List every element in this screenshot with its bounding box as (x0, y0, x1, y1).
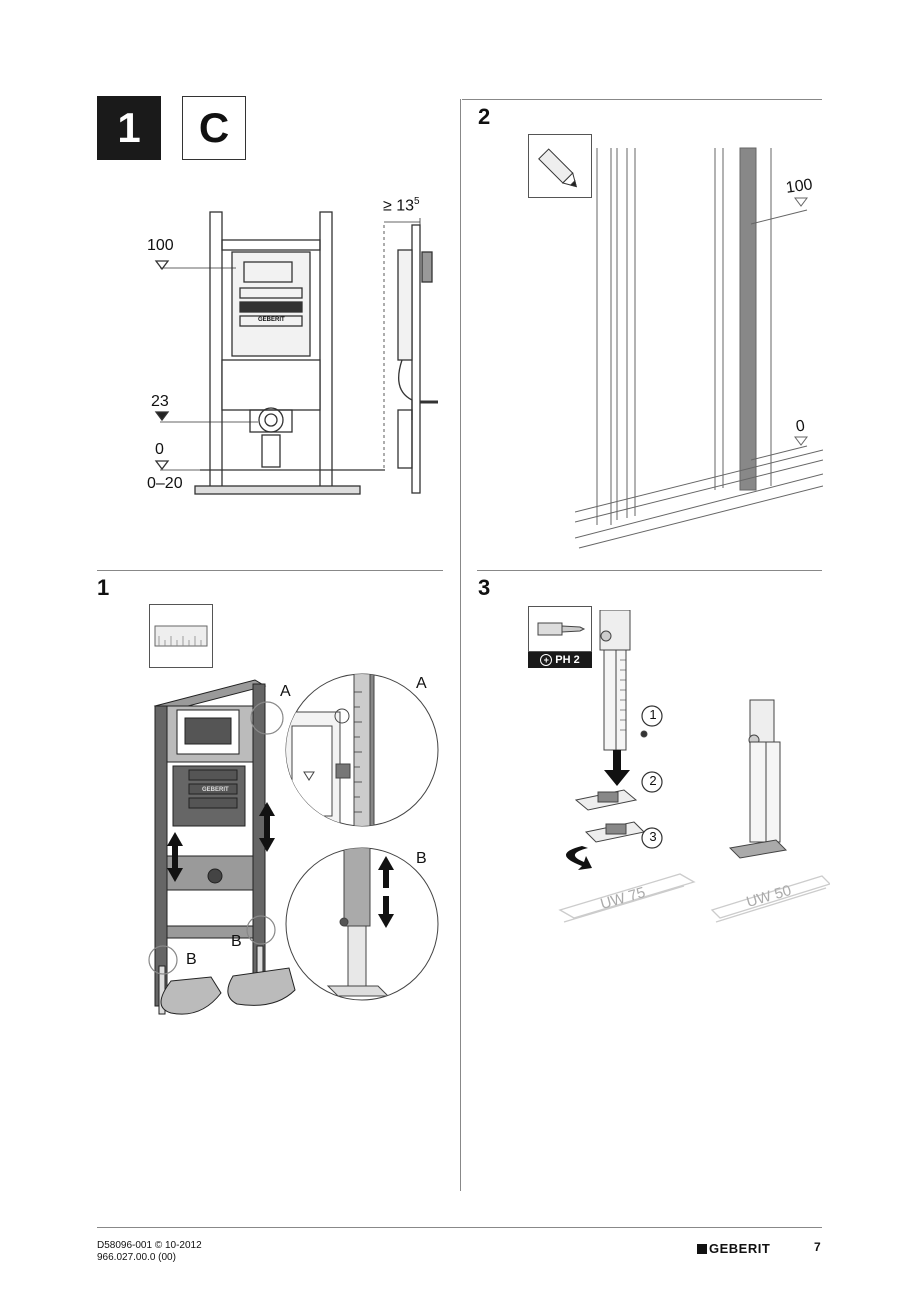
plus-circle-icon: + (540, 654, 553, 666)
step-3-assembly-diagram (558, 610, 830, 923)
zoom-a-label: A (416, 675, 427, 692)
level-23-label: 23 (151, 393, 169, 410)
step-2-wall-diagram (575, 147, 823, 549)
doc-code: D58096-001 © 10-2012 (97, 1240, 202, 1251)
brand-name: GEBERIT (709, 1241, 771, 1256)
divider-vertical (460, 99, 461, 1191)
variant-letter-box: C (182, 96, 246, 160)
zoom-a-detail (285, 673, 439, 827)
sub-step-1: 1 (649, 707, 657, 722)
level-range-label: 0–20 (147, 475, 183, 492)
overview-frame-diagram (154, 211, 438, 495)
divider-top-right (462, 99, 822, 100)
level-100-label: 100 (147, 237, 174, 254)
page-number: 7 (814, 1240, 821, 1254)
tank-brand-label: GEBERIT (258, 317, 285, 323)
sub-step-2: 2 (649, 773, 657, 788)
brand-logo: GEBERIT (697, 1241, 770, 1256)
divider-footer (97, 1227, 822, 1228)
callout-b-label-left: B (186, 951, 197, 968)
level-0-label: 0 (155, 441, 164, 458)
article-code: 966.027.00.0 (00) (97, 1252, 176, 1263)
divider-mid-right (477, 570, 822, 571)
tool-label: PH 2 (555, 654, 580, 666)
step-3-number: 3 (478, 575, 491, 600)
footer-doc-codes: D58096-001 © 10-2012 966.027.00.0 (00) (97, 1240, 202, 1264)
ruler-tool-icon (149, 604, 213, 668)
dim-min-depth: ≥ 135 (383, 196, 420, 215)
sub-step-3: 3 (649, 829, 657, 844)
divider-mid-left (97, 570, 443, 571)
logo-square-icon (697, 1243, 707, 1254)
callout-b-label-right: B (231, 933, 242, 950)
step-2-level-100: 100 (784, 176, 814, 197)
tool-label-bar: + PH 2 (528, 652, 592, 668)
step-1-frame-diagram (148, 679, 296, 1015)
step-2-number: 2 (478, 104, 491, 129)
screwdriver-tool-icon (528, 606, 592, 652)
section-number-box: 1 (97, 96, 161, 160)
pencil-tool-icon (528, 134, 592, 198)
frame-brand-label: GEBERIT (202, 787, 229, 793)
callout-a-label: A (280, 683, 291, 700)
step-1-number: 1 (97, 575, 110, 600)
zoom-b-detail (285, 847, 439, 1001)
zoom-b-label: B (416, 850, 427, 867)
